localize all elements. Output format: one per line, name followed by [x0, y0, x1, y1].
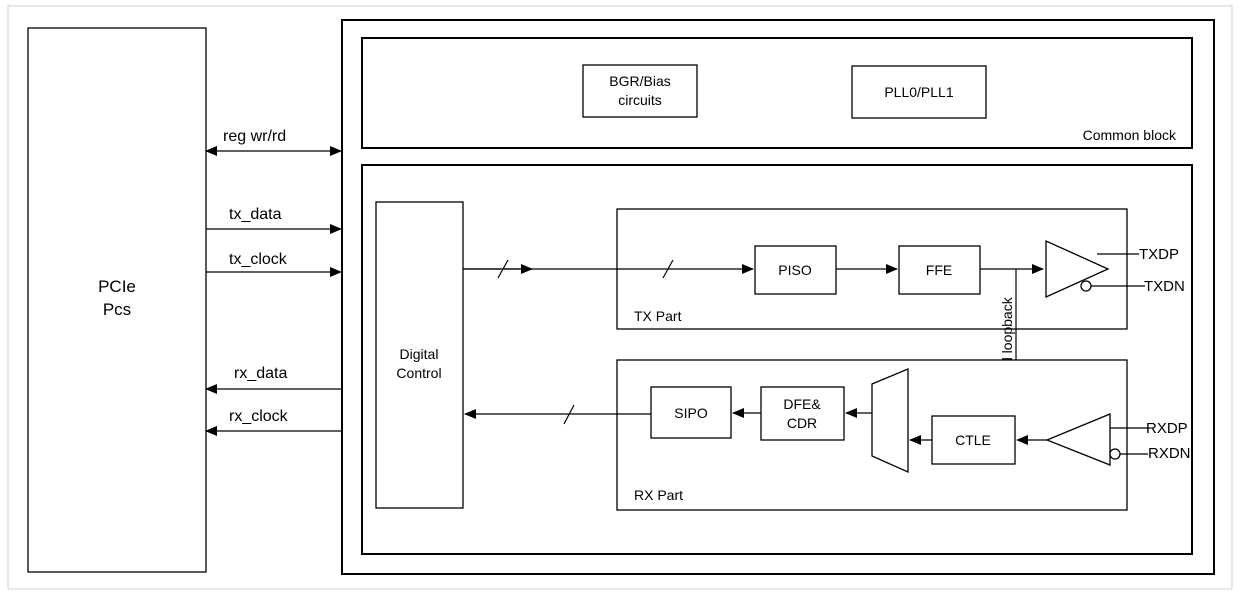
rxdp-label: RXDP	[1146, 420, 1188, 437]
rx-clock-label: rx_clock	[229, 408, 289, 425]
piso-label: PISO	[778, 262, 812, 278]
txdp-label: TXDP	[1139, 246, 1179, 263]
ctle-label: CTLE	[955, 432, 991, 448]
rx-bus-slash	[563, 404, 575, 425]
tx-bus-slash-1	[497, 259, 509, 279]
rx-data-label: rx_data	[234, 365, 287, 382]
tx-data-label: tx_data	[229, 206, 282, 223]
rx-mux	[871, 368, 909, 474]
reg-wr-rd-label: reg wr/rd	[223, 128, 286, 145]
tx-driver-invert-bubble	[1080, 280, 1092, 292]
rxdn-label: RXDN	[1148, 445, 1191, 462]
dfe-cdr-label-line2: CDR	[787, 415, 817, 431]
digital-control-label-line2: Control	[396, 365, 441, 381]
pcie-pcs-block	[27, 27, 207, 573]
dfe-cdr-block	[760, 386, 845, 441]
pcie-pcs-label-line1: PCIe	[98, 277, 136, 296]
bgr-bias-block	[582, 64, 698, 118]
ffe-label: FFE	[926, 262, 952, 278]
rx-part-label: RX Part	[634, 487, 683, 503]
common-block-label: Common block	[1083, 127, 1177, 143]
ctle-block	[931, 415, 1016, 465]
piso-block	[754, 245, 837, 295]
bgr-bias-label-line2: circuits	[618, 92, 662, 108]
rx-receiver-buffer	[1045, 413, 1111, 466]
txdn-label: TXDN	[1144, 278, 1185, 295]
digital-control-block	[375, 201, 464, 509]
tx-driver-buffer	[1045, 239, 1110, 299]
pll-block	[851, 65, 987, 119]
common-block	[361, 37, 1193, 149]
tx-bus-slash-2	[662, 259, 674, 279]
ffe-block	[898, 245, 981, 295]
image-frame	[7, 5, 1233, 590]
dfe-cdr-label-line1: DFE&	[783, 396, 821, 412]
pcie-pcs-label-line2: Pcs	[103, 300, 131, 319]
digital-control-label-line1: Digital	[400, 346, 439, 362]
tx-clock-label: tx_clock	[229, 251, 288, 268]
tx-part-label: TX Part	[634, 308, 682, 324]
rx-receiver-invert-bubble	[1109, 448, 1121, 460]
sipo-label: SIPO	[674, 405, 708, 421]
sipo-block	[650, 386, 732, 439]
pll-label: PLL0/PLL1	[884, 84, 953, 100]
bgr-bias-label-line1: BGR/Bias	[609, 73, 670, 89]
